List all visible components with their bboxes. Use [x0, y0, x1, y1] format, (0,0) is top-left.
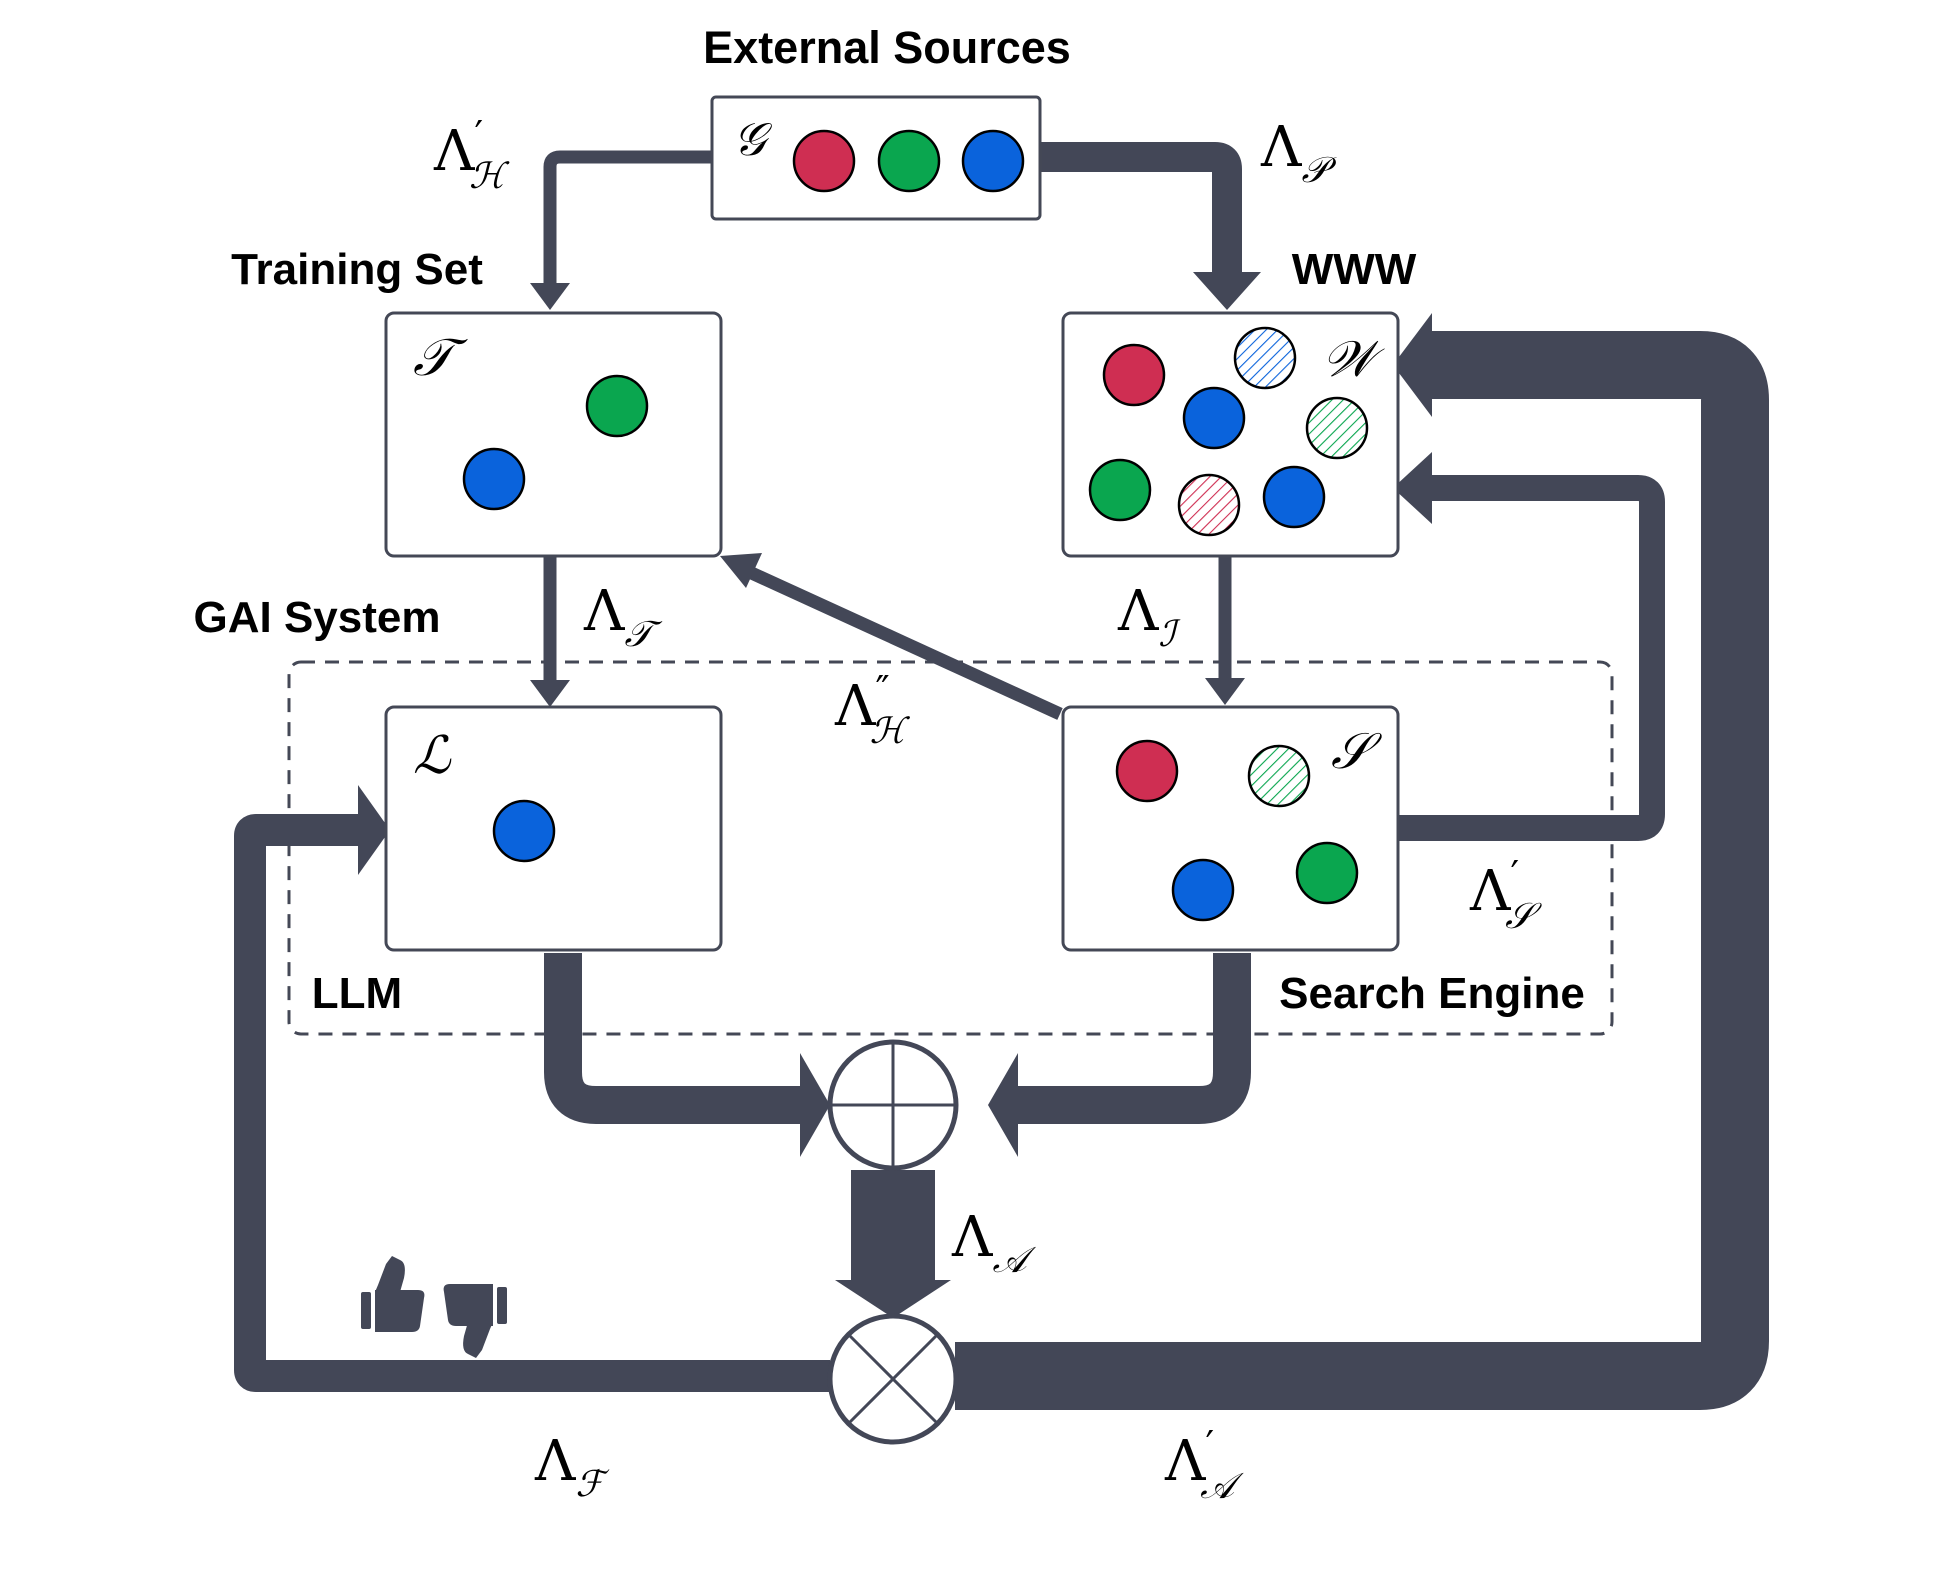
l-symbol: ℒ — [413, 726, 452, 786]
lambda-p-label: Λ𝒫 — [1260, 115, 1337, 191]
search-engine-label: Search Engine — [1279, 969, 1585, 1018]
search-dot-blue — [1171, 858, 1235, 922]
www-dot-green — [1088, 458, 1152, 522]
source-dot-green — [877, 129, 941, 193]
arrowhead-training-diagonal — [720, 553, 762, 588]
lambda-a-prime-label: Λ′𝒜 — [1164, 1423, 1244, 1507]
www-dot-green-hatched — [1305, 396, 1369, 460]
flow-g-to-www — [1040, 142, 1242, 276]
arrowhead-sum-left — [800, 1053, 830, 1157]
training-set-label: Training Set — [231, 245, 483, 294]
sum-operator-icon — [827, 1039, 959, 1171]
www-dot-blue-1 — [1182, 386, 1246, 450]
flow-search-to-sum — [1012, 953, 1251, 1124]
arrowhead-sum-right — [988, 1053, 1018, 1157]
external-sources-box — [710, 95, 1042, 221]
arrowhead-multiply — [835, 1280, 951, 1318]
www-dot-red-hatched — [1177, 473, 1241, 537]
thumbs-up-icon — [361, 1256, 425, 1332]
arrowhead-search-top — [1205, 678, 1245, 705]
lambda-h-prime-label: Λ′ℋ — [433, 113, 510, 197]
www-dot-blue-2 — [1262, 465, 1326, 529]
arrowhead-llm-top — [530, 680, 570, 707]
flow-feedback-to-llm — [234, 814, 830, 1392]
source-dot-blue — [961, 129, 1025, 193]
flow-g-to-training — [543, 150, 712, 285]
www-dot-red — [1102, 343, 1166, 407]
flow-search-to-training — [742, 564, 1063, 720]
flow-sum-to-multiply — [851, 1170, 935, 1284]
source-dot-red — [792, 129, 856, 193]
lambda-f-label: Λℱ — [534, 1429, 609, 1505]
search-dot-green-hatched — [1247, 744, 1311, 808]
llm-label: LLM — [312, 969, 402, 1018]
training-dot-blue — [462, 447, 526, 511]
www-label: WWW — [1292, 245, 1417, 294]
thumbs-down-icon — [443, 1284, 507, 1358]
multiply-operator-icon — [827, 1313, 959, 1445]
arrowhead-www-lower — [1393, 452, 1432, 524]
flow-llm-to-sum — [544, 953, 808, 1124]
www-dot-blue-hatched — [1233, 326, 1297, 390]
lambda-a-label: Λ𝒜 — [951, 1205, 1036, 1281]
flow-search-to-www-loop — [1392, 475, 1665, 841]
gai-system-label: GAI System — [194, 593, 441, 642]
llm-dot-blue — [492, 799, 556, 863]
arrowhead-www — [1193, 272, 1261, 310]
lambda-s-prime-label: Λ′𝒮 — [1469, 853, 1542, 937]
search-dot-red — [1115, 739, 1179, 803]
arrowhead-llm-left — [358, 785, 390, 875]
lambda-i-label: Λℐ — [1117, 579, 1181, 655]
lambda-h-dprime-label: Λ″ℋ — [834, 668, 911, 752]
lambda-t-label: Λ𝒯 — [583, 579, 662, 655]
arrowhead-www-upper — [1393, 313, 1432, 417]
search-dot-green — [1295, 841, 1359, 905]
external-sources-label: External Sources — [703, 22, 1071, 73]
flow-multiply-to-www-loop — [955, 331, 1769, 1410]
arrowhead-training — [530, 283, 570, 310]
training-dot-green — [585, 374, 649, 438]
